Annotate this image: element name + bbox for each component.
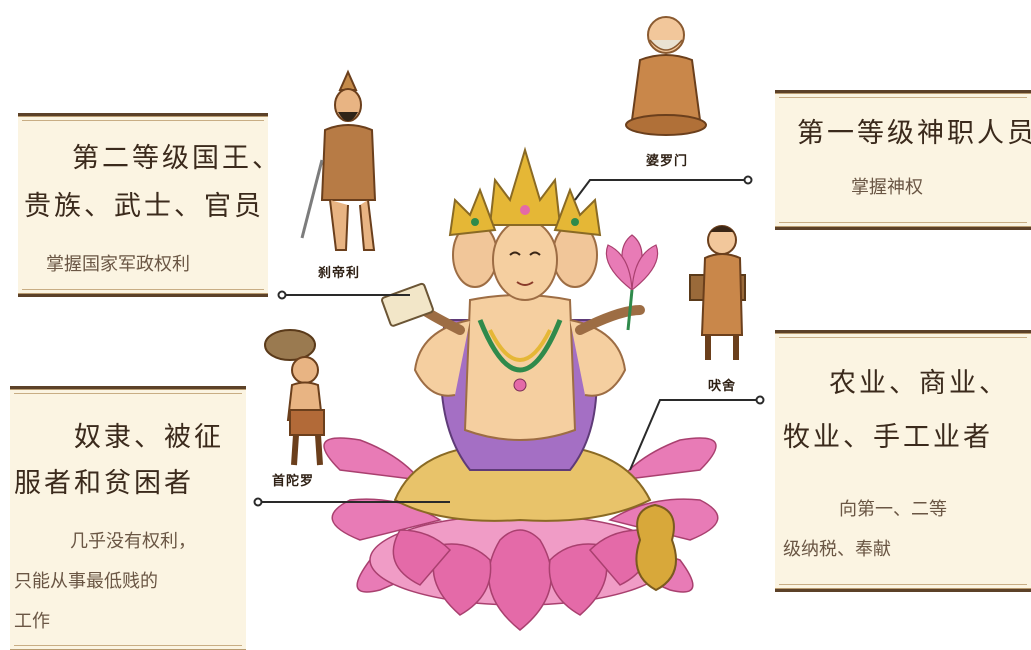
shudra-description-line2: 只能从事最低贱的 (14, 571, 158, 592)
connector-dot (755, 395, 765, 405)
connector-dot (277, 290, 287, 300)
vaishya-figure (689, 225, 746, 360)
kshatriya-title-line1: 第二等级国王、 (72, 143, 282, 174)
shudra-figure (264, 329, 325, 466)
kshatriya-figure (300, 69, 377, 251)
shudra-description-line1: 几乎没有权利， (70, 531, 196, 552)
connector-dot (743, 175, 753, 185)
vaishya-title-line2: 牧业、手工业者 (783, 422, 993, 453)
shudra-description-line3: 工作 (14, 611, 50, 632)
vaishya-description-line2: 级纳税、奉献 (783, 539, 891, 560)
kshatriya-card: 第二等级国王、 贵族、武士、官员 掌握国家军政权利 (18, 113, 279, 297)
shudra-card: 奴隶、被征 服者和贫困者 几乎没有权利， 只能从事最低贱的 工作 (10, 386, 246, 650)
connector-dot (253, 497, 263, 507)
brahmin-description: 掌握神权 (851, 177, 923, 198)
brahmin-card: 第一等级神职人员 掌握神权 (775, 90, 1031, 230)
brahma-deity-figure (323, 146, 719, 631)
vaishya-description-line1: 向第一、二等 (839, 499, 947, 520)
connector-lines (258, 179, 760, 503)
vaishya-card: 农业、商业、 牧业、手工业者 向第一、二等 级纳税、奉献 (775, 330, 1031, 592)
kshatriya-description: 掌握国家军政权利 (46, 254, 190, 275)
kshatriya-label: 刹帝利 (318, 266, 361, 281)
shudra-title-line2: 服者和贫困者 (14, 468, 194, 499)
kshatriya-title-line2: 贵族、武士、官员 (24, 191, 264, 222)
shudra-title-line1: 奴隶、被征 (74, 422, 224, 453)
brahmin-label: 婆罗门 (646, 154, 689, 169)
shudra-label: 首陀罗 (272, 474, 315, 489)
brahmin-figure (625, 16, 707, 136)
vaishya-title-line1: 农业、商业、 (829, 368, 1009, 399)
vaishya-label: 吠舍 (708, 379, 737, 394)
brahmin-title: 第一等级神职人员 (797, 118, 1031, 149)
